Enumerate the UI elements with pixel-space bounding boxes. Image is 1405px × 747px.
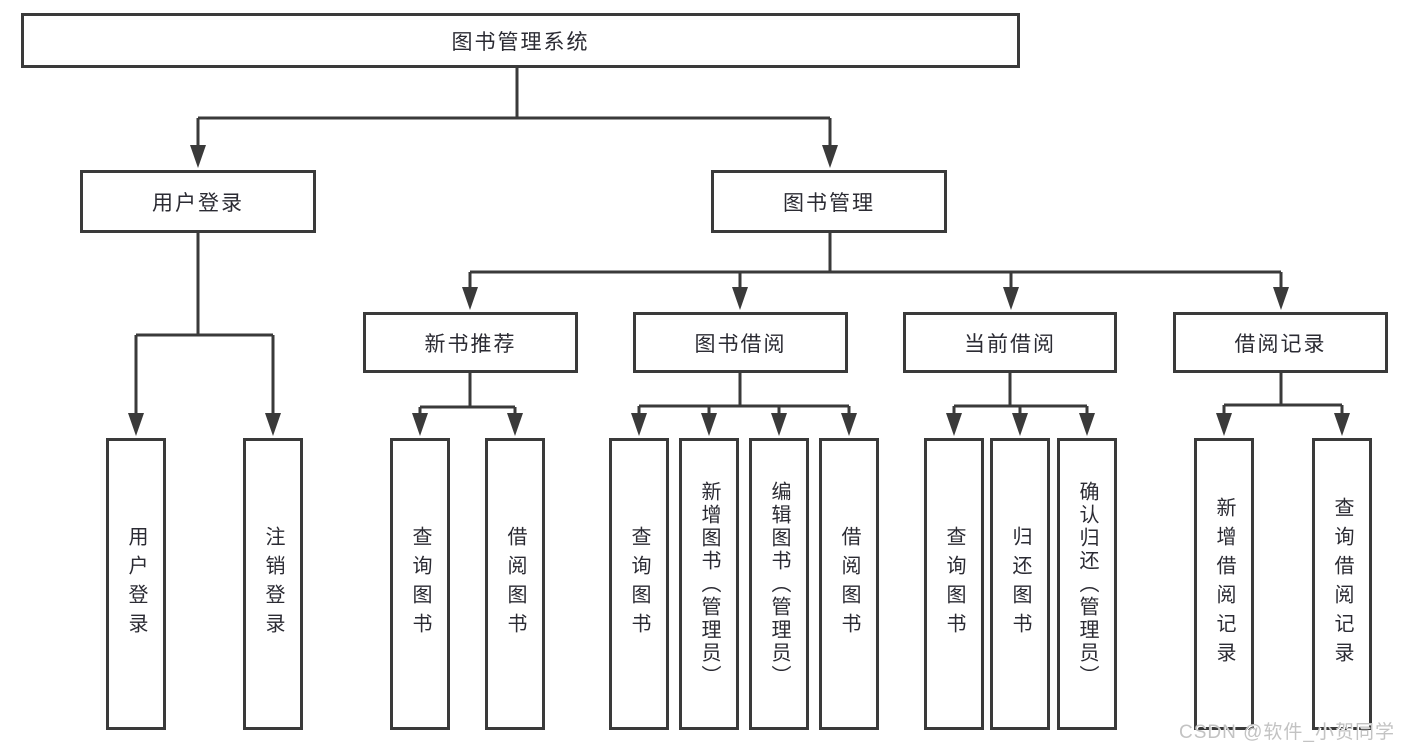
leaf-newbook-query-books: 查询图书	[390, 438, 450, 730]
edge-borrow-records-children	[1222, 373, 1344, 418]
edge-book-mgmt-children	[468, 233, 1283, 292]
csdn-watermark: CSDN @软件_小贺同学	[1179, 722, 1395, 743]
leaf-borrow-add-books-admin: 新增图书（管理员）	[679, 438, 739, 730]
arrowhead-icon	[1216, 413, 1232, 436]
leaf-label: 借阅图书	[838, 526, 860, 642]
leaf-current-query-books: 查询图书	[924, 438, 984, 730]
node-root-system: 图书管理系统	[21, 13, 1020, 68]
leaf-label: 借阅图书	[504, 526, 526, 642]
leaf-label: 查询图书	[409, 526, 431, 642]
node-borrow-records: 借阅记录	[1173, 312, 1388, 373]
leaf-current-return-books: 归还图书	[990, 438, 1050, 730]
node-new-book-recommend: 新书推荐	[363, 312, 578, 373]
leaf-borrow-query-books: 查询图书	[609, 438, 669, 730]
arrowhead-icon	[462, 287, 478, 310]
leaf-newbook-borrow-books: 借阅图书	[485, 438, 545, 730]
leaf-label: 查询图书	[943, 526, 965, 642]
arrowhead-icon	[1079, 413, 1095, 436]
arrowhead-icon	[822, 145, 838, 168]
arrowhead-icon	[771, 413, 787, 436]
leaf-label: 确认归还（管理员）	[1076, 480, 1098, 688]
leaf-label: 新增图书（管理员）	[698, 480, 720, 688]
leaf-borrow-borrow-books: 借阅图书	[819, 438, 879, 730]
leaf-current-confirm-return-admin: 确认归还（管理员）	[1057, 438, 1117, 730]
arrowhead-icon	[631, 413, 647, 436]
node-current-borrow: 当前借阅	[903, 312, 1117, 373]
edge-new-book-children	[418, 373, 517, 418]
arrowhead-icon	[412, 413, 428, 436]
leaf-label: 归还图书	[1009, 526, 1031, 642]
edge-user-login-children	[134, 233, 275, 418]
leaf-user-login: 用户登录	[106, 438, 166, 730]
arrowhead-icon	[1334, 413, 1350, 436]
node-user-login: 用户登录	[80, 170, 316, 233]
leaf-label: 编辑图书（管理员）	[768, 480, 790, 688]
arrowhead-icon	[946, 413, 962, 436]
arrowhead-icon	[1273, 287, 1289, 310]
edge-root-to-level2	[196, 68, 832, 150]
leaf-label: 新增借阅记录	[1213, 497, 1235, 671]
arrowhead-icon	[1003, 287, 1019, 310]
leaf-records-query-record: 查询借阅记录	[1312, 438, 1372, 730]
arrowhead-icon	[701, 413, 717, 436]
leaf-label: 用户登录	[125, 526, 147, 642]
leaf-label: 查询借阅记录	[1331, 497, 1353, 671]
arrowhead-icon	[265, 413, 281, 436]
arrowhead-icon	[732, 287, 748, 310]
leaf-records-add-record: 新增借阅记录	[1194, 438, 1254, 730]
leaf-label: 查询图书	[628, 526, 650, 642]
leaf-label: 注销登录	[262, 526, 284, 642]
arrowhead-icon	[128, 413, 144, 436]
leaf-borrow-edit-books-admin: 编辑图书（管理员）	[749, 438, 809, 730]
node-book-borrow: 图书借阅	[633, 312, 848, 373]
arrowhead-icon	[507, 413, 523, 436]
arrowhead-icon	[190, 145, 206, 168]
leaf-logout: 注销登录	[243, 438, 303, 730]
edge-current-borrow-children	[952, 373, 1089, 418]
edge-book-borrow-children	[637, 373, 851, 418]
arrowhead-icon	[1012, 413, 1028, 436]
node-book-management: 图书管理	[711, 170, 947, 233]
arrowhead-icon	[841, 413, 857, 436]
